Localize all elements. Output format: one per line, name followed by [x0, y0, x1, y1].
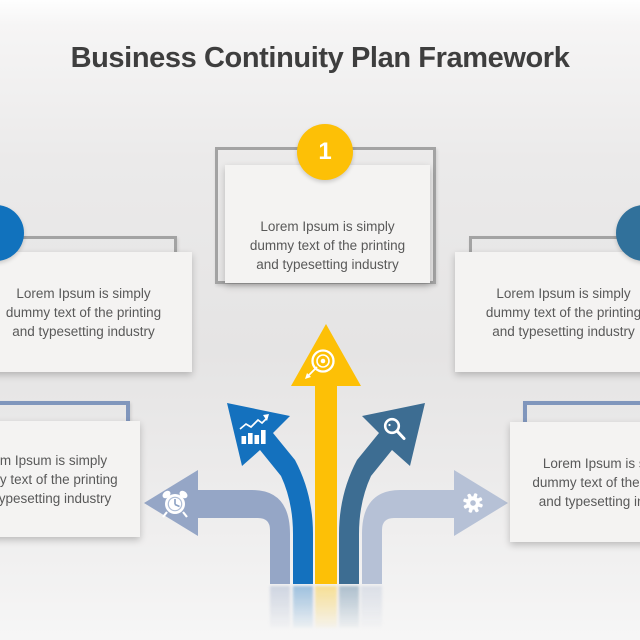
gear-icon	[463, 493, 483, 513]
slide-title: Business Continuity Plan Framework	[70, 42, 570, 74]
time-arrow	[144, 470, 290, 584]
card-text: Lorem Ipsum is simply dummy text of the …	[0, 452, 118, 506]
card-text: Lorem Ipsum is simply dummy text of the …	[5, 285, 162, 339]
card-upper-right: Lorem Ipsum is simply dummy text of the …	[455, 252, 640, 372]
magnifier-icon	[383, 417, 406, 440]
card-lower-left: Lorem Ipsum is simply dummy text of the …	[0, 421, 140, 537]
target-arrow	[291, 324, 361, 584]
growth-arrow	[227, 403, 313, 584]
card-text: Lorem Ipsum is simply dummy text of the …	[532, 455, 640, 509]
card-lower-right: Lorem Ipsum is simply dummy text of the …	[510, 422, 640, 542]
card-text: Lorem Ipsum is simply dummy text of the …	[249, 219, 406, 272]
arrow-reflection	[270, 586, 382, 628]
step-badge-1: 1	[297, 124, 353, 180]
process-arrow	[362, 470, 508, 584]
target-icon	[305, 349, 335, 379]
card-text: Lorem Ipsum is simply dummy text of the …	[485, 285, 640, 339]
alarm-clock-icon	[162, 490, 188, 518]
search-arrow	[339, 403, 425, 584]
bar-chart-icon	[239, 414, 269, 444]
card-top-center: Lorem Ipsum is simply dummy text of the …	[225, 165, 430, 283]
card-upper-left: Lorem Ipsum is simply dummy text of the …	[0, 252, 192, 372]
step-number: 1	[318, 138, 332, 165]
